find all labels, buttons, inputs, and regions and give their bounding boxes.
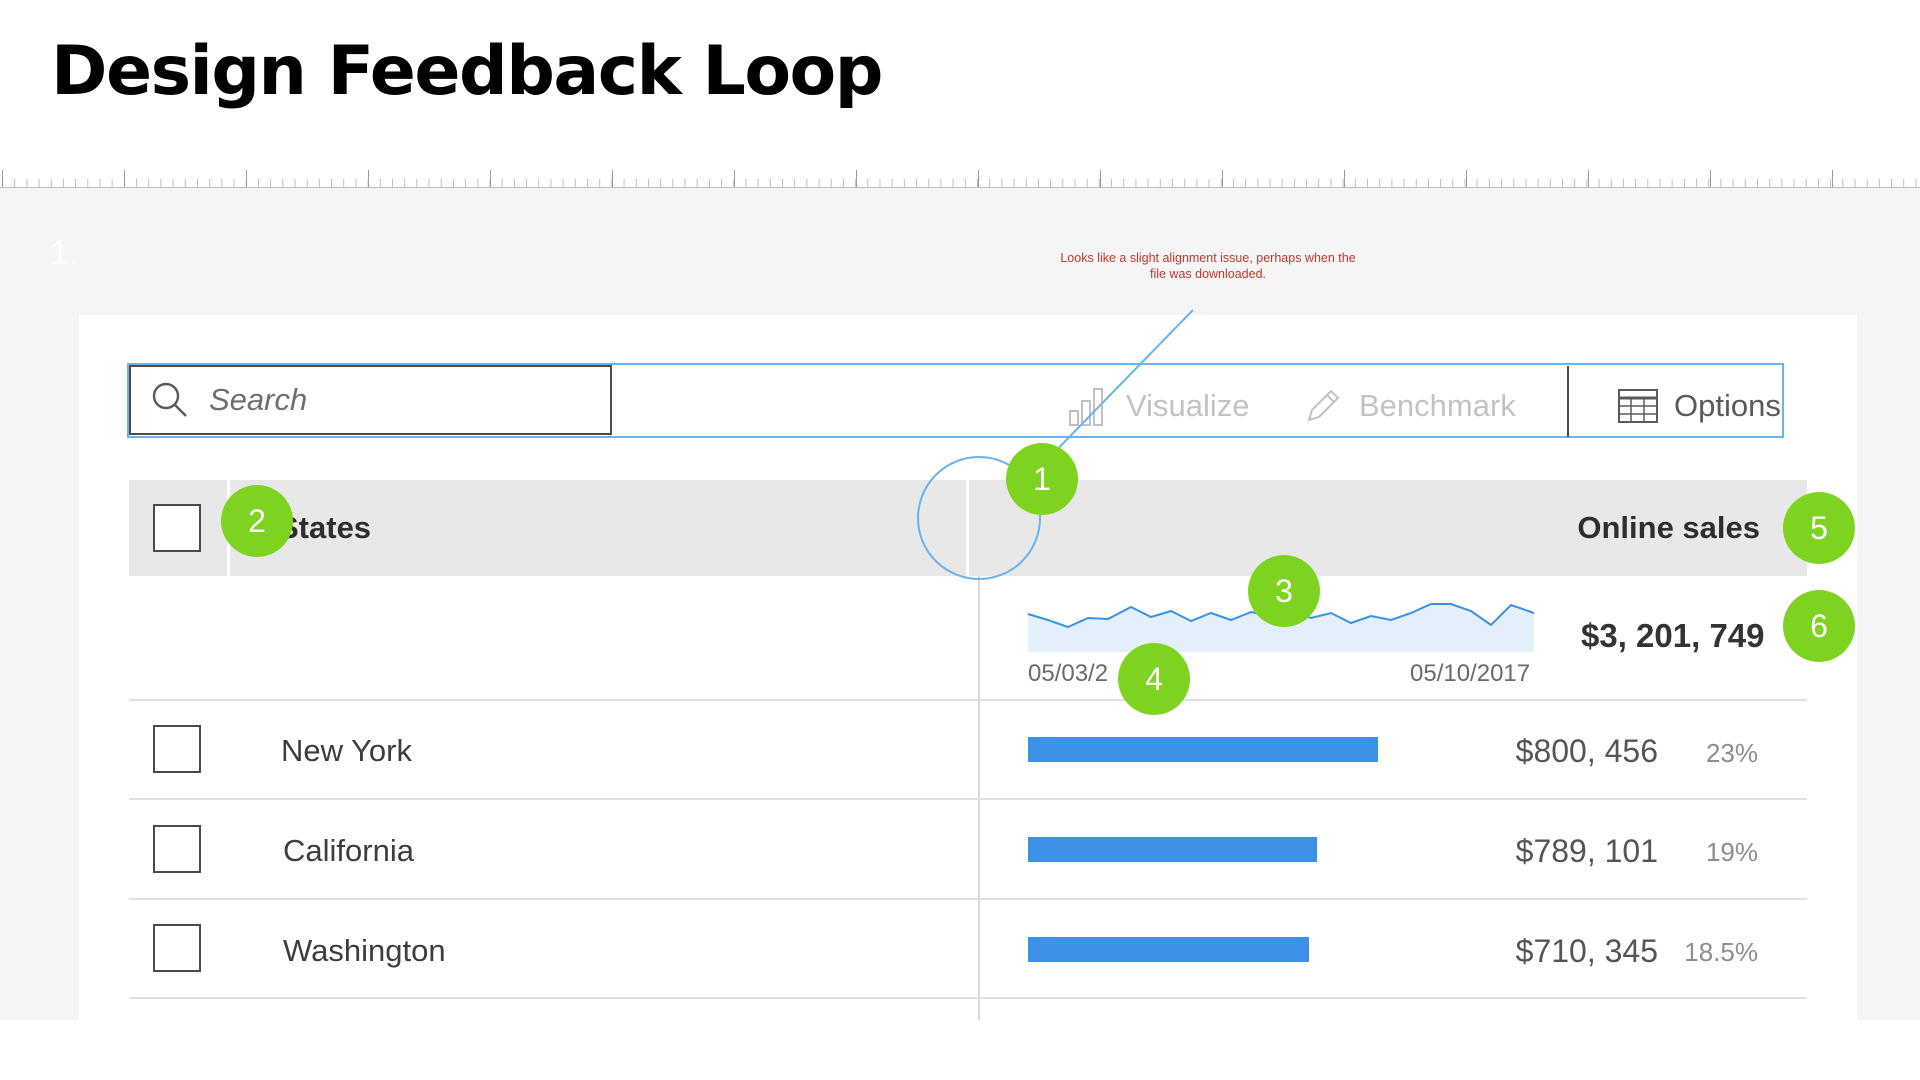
state-percent: 23% [1705, 738, 1758, 768]
visualize-label: Visualize [1126, 388, 1250, 423]
search-box[interactable] [129, 365, 612, 435]
benchmark-button[interactable]: Benchmark [1303, 378, 1516, 434]
highlight-ring [917, 456, 1041, 580]
state-percent: 19% [1705, 837, 1758, 867]
annotation-badge[interactable]: 1 [1006, 443, 1078, 515]
annotation-badge[interactable]: 4 [1118, 643, 1190, 715]
annotation-badge[interactable]: 3 [1248, 555, 1320, 627]
annotation-note: Looks like a slight alignment issue, per… [1060, 251, 1356, 281]
search-icon [152, 382, 187, 417]
benchmark-label: Benchmark [1359, 388, 1516, 423]
sales-total: $3, 201, 749 [1581, 617, 1765, 654]
state-amount: $800, 456 [1515, 733, 1658, 769]
visualize-button[interactable]: Visualize [1068, 378, 1250, 434]
state-amount: $789, 101 [1515, 833, 1658, 869]
state-amount: $710, 345 [1515, 933, 1658, 969]
step-number: 1. [50, 234, 79, 272]
ruler [0, 170, 1920, 188]
search-input[interactable] [209, 382, 589, 418]
annotation-badge[interactable]: 2 [221, 485, 293, 557]
annotation-badge[interactable]: 6 [1783, 590, 1855, 662]
state-name: Washington [283, 933, 446, 968]
bar-chart-icon [1069, 388, 1103, 426]
end-date: 05/10/2017 [1410, 660, 1531, 687]
state-name: New York [281, 733, 412, 768]
table-card [79, 315, 1857, 1020]
row-divider [129, 699, 1807, 701]
state-name: California [283, 833, 414, 868]
select-all-checkbox[interactable] [153, 504, 201, 552]
page-title: Design Feedback Loop [51, 32, 883, 111]
column-header-states[interactable]: States [278, 510, 372, 545]
table-icon [1618, 389, 1658, 423]
start-date: 05/03/2 [1028, 660, 1109, 687]
sales-bar [1028, 937, 1309, 962]
row-divider [129, 997, 1807, 999]
sales-bar [1028, 737, 1378, 762]
options-button[interactable]: Options [1618, 378, 1781, 434]
row-divider [129, 898, 1807, 900]
toolbar-highlight [127, 363, 1784, 438]
row-checkbox[interactable] [153, 725, 201, 773]
row-divider [129, 798, 1807, 800]
sales-bar [1028, 837, 1317, 862]
toolbar-divider [1567, 366, 1569, 437]
annotation-badge[interactable]: 5 [1783, 492, 1855, 564]
state-percent: 18.5% [1684, 937, 1758, 967]
pencil-icon [1307, 389, 1340, 422]
column-header-online-sales[interactable]: Online sales [1577, 510, 1760, 545]
options-label: Options [1674, 388, 1781, 423]
row-checkbox[interactable] [153, 825, 201, 873]
row-checkbox[interactable] [153, 924, 201, 972]
